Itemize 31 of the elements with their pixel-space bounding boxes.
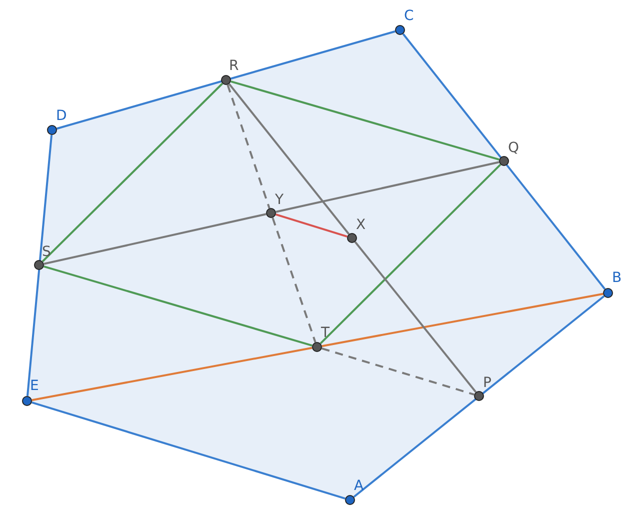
line-segment <box>353 295 605 498</box>
point-label: Y <box>275 192 284 208</box>
line-segment <box>322 348 474 396</box>
line-segment <box>31 402 346 500</box>
line-segment <box>402 33 606 290</box>
line-segment <box>354 241 477 393</box>
point-label: T <box>321 325 330 341</box>
line-segment <box>272 217 316 343</box>
line-segment <box>276 161 500 213</box>
point-label: B <box>612 270 622 286</box>
point-label: C <box>404 8 414 24</box>
point-label: X <box>356 217 366 233</box>
point-label: E <box>30 378 39 394</box>
point-label: S <box>42 244 51 260</box>
line-segment <box>228 83 350 235</box>
point-label: D <box>56 108 67 124</box>
line-segment <box>320 164 502 344</box>
point-label: A <box>354 478 364 494</box>
line-segment <box>32 346 312 402</box>
line-segment <box>44 265 312 347</box>
line-segment <box>44 213 266 265</box>
line-segment <box>322 292 604 348</box>
point-label: Q <box>508 140 520 156</box>
line-segment <box>42 82 224 262</box>
line-segment <box>226 84 270 209</box>
line-segment <box>275 214 348 238</box>
line-segment <box>26 134 53 396</box>
line-segment <box>230 80 500 161</box>
line-segment <box>56 30 396 130</box>
point-label: R <box>229 58 239 74</box>
point-label: P <box>483 375 492 391</box>
